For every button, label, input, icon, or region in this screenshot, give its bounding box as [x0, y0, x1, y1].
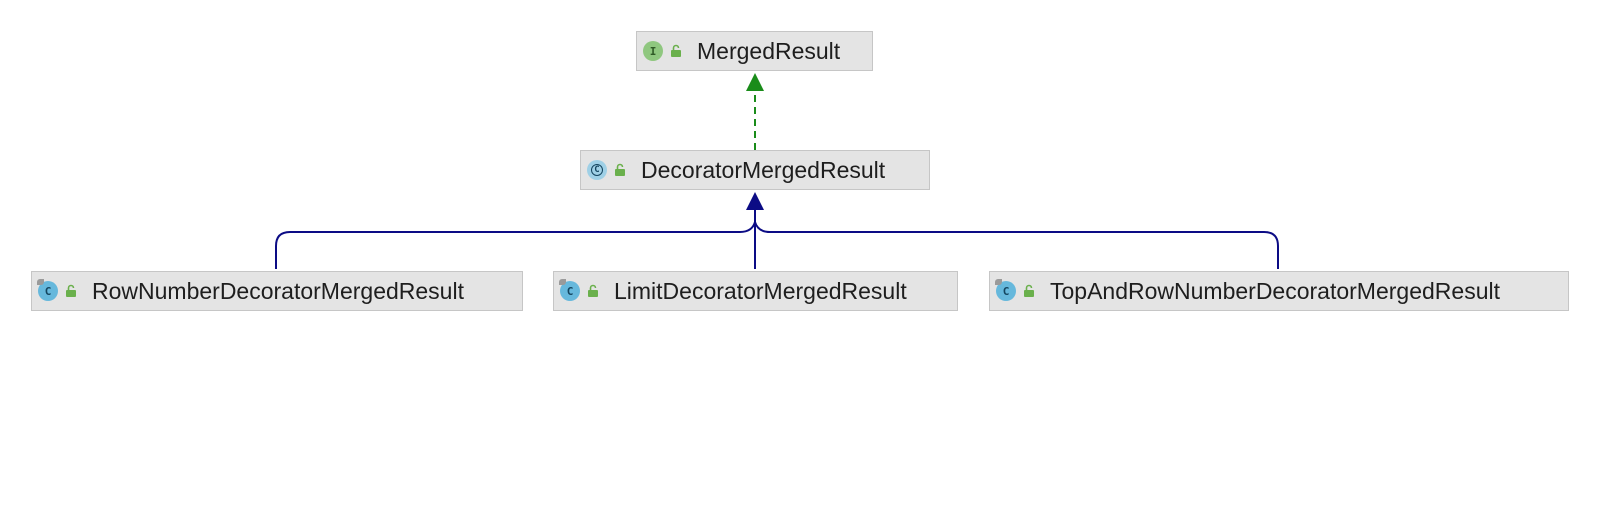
- public-visibility-icon: [66, 284, 76, 297]
- public-visibility-icon: [671, 44, 681, 57]
- node-top-and-row-number-decorator-merged-result[interactable]: C TopAndRowNumberDecoratorMergedResult: [989, 271, 1569, 311]
- edge-extends-row-number: [275, 221, 756, 269]
- class-letter: C: [44, 284, 52, 298]
- public-visibility-icon: [615, 163, 625, 176]
- node-decorator-merged-result[interactable]: C DecoratorMergedResult: [580, 150, 930, 190]
- public-visibility-icon: [588, 284, 598, 297]
- class-letter: C: [1002, 284, 1010, 298]
- static-marker-icon: [995, 279, 1002, 285]
- node-label: TopAndRowNumberDecoratorMergedResult: [1050, 277, 1500, 304]
- node-label: MergedResult: [697, 37, 841, 64]
- node-limit-decorator-merged-result[interactable]: C LimitDecoratorMergedResult: [553, 271, 958, 311]
- class-icon: C: [37, 279, 58, 301]
- public-visibility-icon: [1024, 284, 1034, 297]
- static-marker-icon: [559, 279, 566, 285]
- edge-extends-top-and-row-number: [754, 221, 1279, 269]
- abstract-class-icon: C: [587, 160, 607, 180]
- class-icon: C: [995, 279, 1016, 301]
- node-label: LimitDecoratorMergedResult: [614, 277, 907, 304]
- static-marker-icon: [37, 279, 44, 285]
- class-icon: C: [559, 279, 580, 301]
- node-merged-result[interactable]: I MergedResult: [636, 31, 873, 71]
- interface-icon: I: [643, 41, 663, 61]
- edge-implements-arrowhead: [746, 73, 764, 91]
- class-letter: C: [566, 284, 574, 298]
- node-label: DecoratorMergedResult: [641, 156, 886, 183]
- edge-extends-arrowhead: [746, 192, 764, 210]
- node-label: RowNumberDecoratorMergedResult: [92, 277, 464, 304]
- class-letter: C: [591, 164, 603, 176]
- node-row-number-decorator-merged-result[interactable]: C RowNumberDecoratorMergedResult: [31, 271, 523, 311]
